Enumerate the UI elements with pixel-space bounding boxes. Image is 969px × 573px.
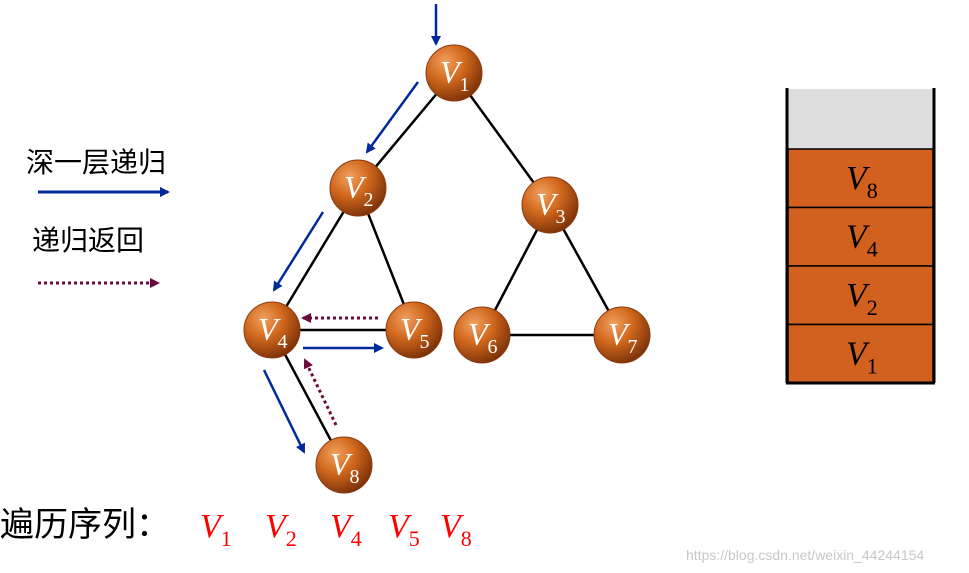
sequence-item: V1 — [200, 508, 232, 551]
traversal-arrows — [262, 4, 441, 454]
node-circle — [385, 301, 443, 359]
stack-subscript: 1 — [867, 354, 878, 379]
node-letter: V — [258, 311, 281, 347]
node-subscript: 8 — [350, 466, 360, 488]
traversal-sequence: 遍历序列： V1 V2 V4 V5 V8 — [0, 505, 472, 551]
node-label: V1 — [440, 54, 470, 96]
node-subscript: 3 — [556, 206, 566, 228]
node-v2: V2 — [329, 159, 387, 217]
node-subscript: 6 — [488, 336, 498, 358]
sequence-item: V2 — [265, 508, 297, 551]
graph-edges — [270, 72, 624, 466]
node-circle — [593, 306, 651, 364]
node-circle — [243, 301, 301, 359]
node-subscript: 4 — [278, 331, 288, 353]
stack-subscript: 8 — [867, 178, 878, 203]
sequence-item: V8 — [440, 508, 472, 551]
sequence-subscript: 4 — [351, 526, 362, 551]
legend-deeper-label: 深一层递归 — [26, 146, 166, 179]
sequence-subscript: 2 — [286, 526, 297, 551]
stack-cell: V2 — [787, 265, 934, 326]
node-circle — [329, 159, 387, 217]
stack-cell: V1 — [787, 323, 934, 384]
legend: 深一层递归 递归返回 — [26, 146, 170, 288]
node-letter: V — [330, 446, 353, 482]
node-subscript: 1 — [460, 74, 470, 96]
node-letter: V — [344, 169, 367, 205]
node-letter: V — [440, 54, 463, 90]
node-circle — [315, 436, 373, 494]
node-v8: V8 — [315, 436, 373, 494]
sequence-item: V5 — [388, 508, 420, 551]
arrow-v2-to-v4 — [272, 211, 325, 292]
stack-subscript: 4 — [867, 237, 878, 262]
node-v1: V1 — [425, 44, 483, 102]
node-v5: V5 — [385, 301, 443, 359]
node-circle — [425, 44, 483, 102]
return-v8-to-v4 — [303, 358, 338, 426]
node-label: V7 — [608, 316, 638, 358]
node-letter: V — [536, 186, 559, 222]
sequence-label: 遍历序列： — [0, 505, 170, 545]
node-label: V2 — [344, 169, 374, 211]
node-circle — [521, 176, 579, 234]
node-v7: V7 — [593, 306, 651, 364]
node-v3: V3 — [521, 176, 579, 234]
node-label: V5 — [400, 311, 430, 353]
stack-empty-slot — [787, 89, 934, 149]
stack-subscript: 2 — [867, 295, 878, 320]
stack-cell: V4 — [787, 206, 934, 267]
node-letter: V — [468, 316, 491, 352]
node-subscript: 5 — [420, 331, 430, 353]
watermark: https://blog.csdn.net/weixin_44244154 — [686, 547, 924, 563]
node-subscript: 7 — [628, 336, 638, 358]
arrow-v4-to-v8 — [262, 369, 306, 454]
sequence-subscript: 5 — [409, 526, 420, 551]
node-label: V8 — [330, 446, 360, 488]
sequence-subscript: 8 — [461, 526, 472, 551]
sequence-subscript: 1 — [221, 526, 232, 551]
node-label: V3 — [536, 186, 566, 228]
sequence-item: V4 — [330, 508, 362, 551]
node-v6: V6 — [453, 306, 511, 364]
node-v4: V4 — [243, 301, 301, 359]
node-circle — [453, 306, 511, 364]
node-letter: V — [400, 311, 423, 347]
stack-cell-bg — [787, 323, 934, 384]
stack-cell-bg — [787, 148, 934, 209]
node-letter: V — [608, 316, 631, 352]
stack-cell: V8 — [787, 148, 934, 209]
node-label: V6 — [468, 316, 498, 358]
arrow-v1-to-v2 — [365, 81, 420, 154]
legend-return-label: 递归返回 — [32, 224, 144, 257]
node-label: V4 — [258, 311, 288, 353]
node-subscript: 2 — [364, 189, 374, 211]
